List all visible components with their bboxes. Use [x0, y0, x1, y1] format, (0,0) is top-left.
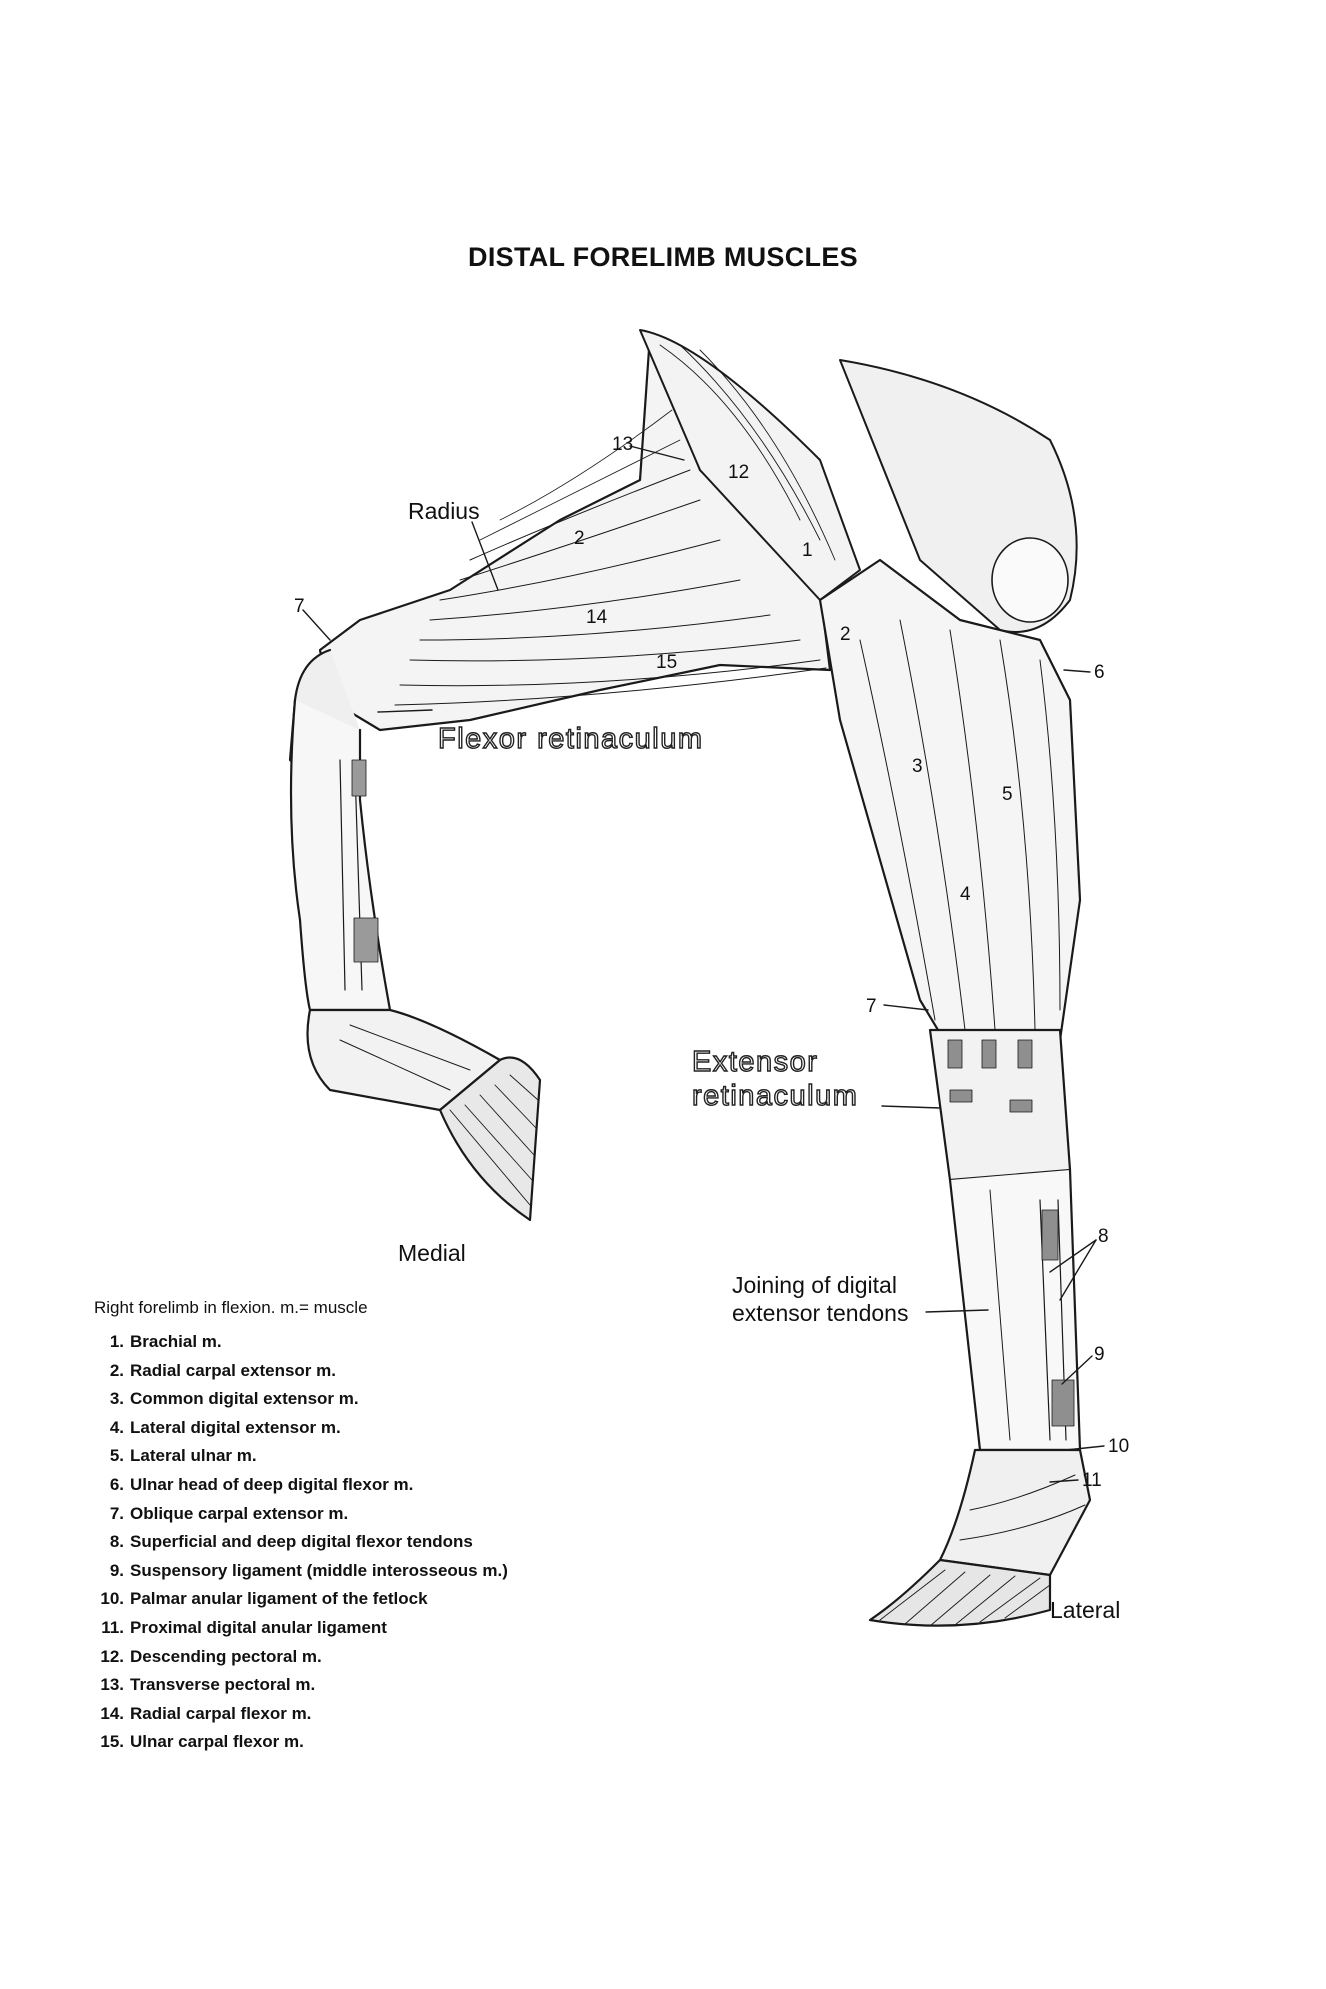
legend-item: 5. Lateral ulnar m. [94, 1442, 508, 1471]
callout-14: 14 [586, 607, 608, 628]
label-joining-line1: Joining of digital [732, 1272, 897, 1298]
callout-2-lateral: 2 [840, 624, 851, 645]
legend-item: 14. Radial carpal flexor m. [94, 1700, 508, 1729]
legend-item: 10. Palmar anular ligament of the fetlock [94, 1585, 508, 1614]
legend-item-number: 4. [109, 1417, 124, 1437]
legend-item: 4. Lateral digital extensor m. [94, 1414, 508, 1443]
label-medial: Medial [398, 1240, 466, 1266]
callout-3: 3 [912, 756, 923, 777]
legend-item: 2. Radial carpal extensor m. [94, 1357, 508, 1386]
callout-8: 8 [1098, 1226, 1109, 1247]
legend-item-text: Brachial m. [130, 1332, 222, 1351]
label-flexor-retinaculum: Flexor retinaculum [437, 722, 704, 755]
label-joining-line2: extensor tendons [732, 1300, 909, 1326]
legend-item-text: Lateral digital extensor m. [130, 1417, 341, 1437]
legend-item-number: 5. [109, 1446, 124, 1466]
callout-12: 12 [728, 462, 750, 483]
legend-item: 13. Transverse pectoral m. [94, 1671, 508, 1700]
legend-item-text: Proximal digital anular ligament [130, 1617, 387, 1637]
callout-1: 1 [802, 540, 813, 561]
legend-item-number: 14. [100, 1703, 124, 1723]
legend-item-text: Common digital extensor m. [130, 1389, 359, 1409]
label-radius: Radius [408, 498, 480, 524]
legend-item-number: 6. [109, 1474, 124, 1494]
leader-lines [302, 445, 1105, 1483]
legend-item-text: Radial carpal extensor m. [130, 1360, 336, 1380]
legend-item-number: 3. [109, 1389, 124, 1409]
legend-list: 1. Brachial m. 2. Radial carpal extensor m.… [94, 1328, 508, 1757]
legend-item-number: 7. [109, 1503, 124, 1523]
legend-item-text: Radial carpal flexor m. [130, 1703, 312, 1723]
legend-item-text: Lateral ulnar m. [130, 1446, 257, 1466]
callout-9: 9 [1094, 1344, 1105, 1365]
legend-item-text: Ulnar carpal flexor m. [130, 1732, 304, 1752]
lateral-limb-drawing [639, 329, 1092, 1627]
callout-7-lateral: 7 [866, 996, 877, 1017]
callout-13: 13 [612, 434, 634, 455]
callout-6: 6 [1094, 662, 1105, 683]
callout-5: 5 [1002, 784, 1013, 805]
label-extensor-retinaculum-line1: Extensor [691, 1045, 819, 1078]
legend-item-number: 1. [109, 1332, 124, 1351]
callout-15: 15 [656, 652, 678, 673]
callout-2-medial: 2 [574, 528, 585, 549]
legend-item-text: Descending pectoral m. [130, 1646, 322, 1666]
legend-item: 11. Proximal digital anular ligament [94, 1614, 508, 1643]
legend-item: 1. Brachial m. [94, 1328, 508, 1357]
callout-10: 10 [1108, 1436, 1130, 1457]
legend-item: 6. Ulnar head of deep digital flexor m. [94, 1471, 508, 1500]
legend-item-text: Transverse pectoral m. [130, 1675, 316, 1695]
legend-item-number: 15. [100, 1732, 124, 1752]
figure-caption: Right forelimb in flexion. m.= muscle [94, 1298, 368, 1317]
legend-item-number: 10. [100, 1589, 124, 1609]
legend-item: 15. Ulnar carpal flexor m. [94, 1728, 508, 1757]
legend-item-text: Ulnar head of deep digital flexor m. [130, 1474, 414, 1494]
legend-item-number: 13. [100, 1675, 124, 1695]
legend-item: 7. Oblique carpal extensor m. [94, 1500, 508, 1529]
medial-limb-drawing [288, 333, 832, 1222]
callout-11: 11 [1082, 1470, 1102, 1491]
callout-7-medial: 7 [294, 596, 305, 617]
legend-item: 3. Common digital extensor m. [94, 1385, 508, 1414]
legend-item-number: 11. [101, 1617, 124, 1637]
legend-item: 8. Superficial and deep digital flexor te… [94, 1528, 508, 1557]
legend-item-number: 12. [100, 1646, 124, 1666]
label-extensor-retinaculum-line2: retinaculum [691, 1079, 859, 1112]
page-title: DISTAL FORELIMB MUSCLES [468, 242, 858, 272]
legend-item-number: 2. [109, 1360, 124, 1380]
legend-item-text: Oblique carpal extensor m. [130, 1503, 349, 1523]
legend-item-text: Superficial and deep digital flexor tend… [130, 1532, 473, 1552]
callout-4: 4 [960, 884, 971, 905]
legend-item: 12. Descending pectoral m. [94, 1643, 508, 1672]
label-lateral: Lateral [1050, 1597, 1121, 1623]
legend-item-number: 8. [109, 1532, 124, 1552]
legend-item: 9. Suspensory ligament (middle interosseo… [94, 1557, 508, 1586]
legend-item-text: Palmar anular ligament of the fetlock [130, 1589, 428, 1609]
legend-item-text: Suspensory ligament (middle interosseous… [130, 1560, 508, 1580]
legend-item-number: 9. [109, 1560, 124, 1580]
